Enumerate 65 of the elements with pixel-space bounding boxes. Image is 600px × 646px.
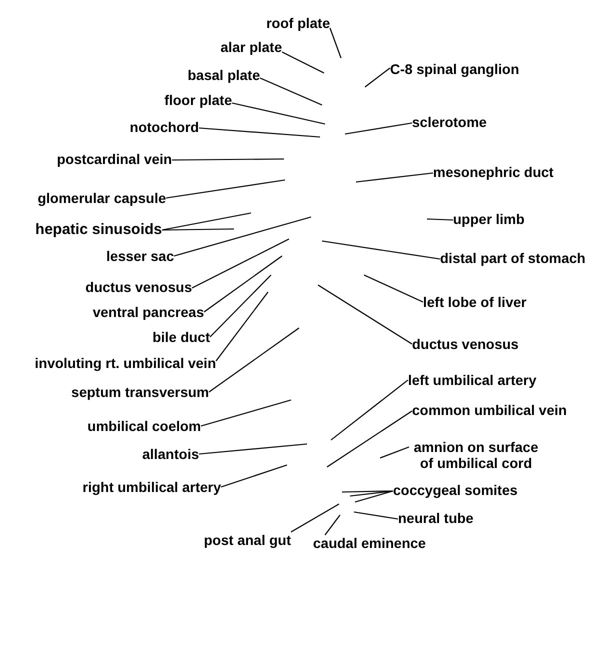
leader-line (364, 274, 424, 302)
leader-line (204, 256, 282, 312)
anatomy-label: distal part of stomach (440, 250, 586, 266)
anatomy-label: alar plate (220, 39, 282, 55)
leader-line (426, 218, 454, 221)
leader-line (318, 284, 412, 344)
anatomy-label: umbilical coelom (87, 418, 201, 434)
leader-line (232, 102, 326, 125)
anatomy-label: roof plate (266, 15, 330, 31)
leader-line (344, 122, 412, 135)
leader-line (198, 127, 320, 138)
leader-line (326, 410, 412, 468)
anatomy-label: postcardinal vein (56, 151, 172, 167)
leader-line (342, 490, 394, 493)
leader-line (260, 78, 322, 106)
leader-line (350, 490, 394, 497)
anatomy-label: involuting rt. umbilical vein (34, 355, 216, 371)
leader-line (200, 399, 292, 427)
anatomy-label: coccygeal somites (393, 482, 518, 498)
anatomy-label: ductus venosus (85, 279, 192, 295)
leader-line (322, 240, 440, 260)
leader-line (198, 443, 308, 455)
anatomy-label: common umbilical vein (412, 402, 567, 418)
anatomy-label: ventral pancreas (92, 304, 204, 320)
leader-line (220, 464, 288, 488)
anatomy-label: neural tube (398, 510, 474, 526)
leader-line (329, 28, 342, 58)
leader-line (356, 172, 434, 183)
anatomy-label: left lobe of liver (423, 294, 526, 310)
leader-line (162, 228, 234, 231)
leader-line (166, 179, 286, 199)
anatomy-label: post anal gut (204, 532, 291, 548)
anatomy-label: C-8 spinal ganglion (390, 61, 520, 77)
anatomy-label: notochord (130, 119, 199, 135)
anatomy-label: caudal eminence (313, 535, 426, 551)
anatomy-label: bile duct (152, 329, 210, 345)
leader-line (174, 216, 312, 257)
anatomy-label: ductus venosus (412, 336, 519, 352)
anatomy-label: allantois (142, 446, 199, 462)
leader-line (364, 68, 390, 88)
anatomy-label: mesonephric duct (433, 164, 554, 180)
leader-line (354, 490, 394, 503)
leader-line (172, 158, 284, 161)
leader-line (282, 52, 324, 74)
anatomy-label: right umbilical artery (82, 479, 221, 495)
leader-line (192, 238, 290, 288)
leader-line (330, 380, 408, 440)
leader-line (354, 511, 398, 520)
anatomy-label: amnion on surface of umbilical cord (409, 439, 543, 471)
anatomy-label: lesser sac (106, 248, 174, 264)
leader-line (290, 504, 340, 532)
anatomy-label: hepatic sinusoids (35, 222, 162, 238)
leader-line (162, 212, 252, 231)
anatomy-label: upper limb (453, 211, 525, 227)
leader-line (210, 274, 272, 338)
anatomy-label: left umbilical artery (408, 372, 536, 388)
anatomy-label: glomerular capsule (38, 190, 166, 206)
anatomy-label: sclerotome (412, 114, 487, 130)
anatomy-label: floor plate (164, 92, 232, 108)
leader-line (324, 514, 340, 536)
anatomy-label: septum transversum (71, 384, 209, 400)
leader-line (380, 446, 410, 459)
leader-line (216, 292, 268, 362)
anatomy-label: basal plate (188, 67, 260, 83)
leader-line (208, 328, 300, 392)
